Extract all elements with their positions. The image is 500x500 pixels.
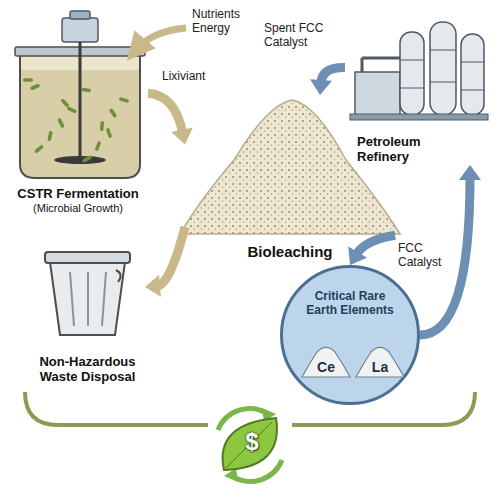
trash-can-part bbox=[116, 270, 121, 282]
microbe-rod bbox=[23, 78, 33, 82]
microbe-rod bbox=[34, 144, 44, 153]
nutrients-arrow-part bbox=[136, 28, 186, 50]
microbe-rod bbox=[119, 97, 130, 103]
cycle-bracket-part bbox=[223, 418, 277, 470]
microbe-rod bbox=[106, 128, 113, 139]
refinery-towers-part bbox=[461, 62, 484, 63]
arrow-line bbox=[356, 235, 395, 254]
refinery-towers bbox=[350, 22, 488, 120]
flow-arrow bbox=[145, 227, 185, 297]
pile-shape bbox=[356, 348, 404, 378]
node-subtitle: (Microbial Growth) bbox=[8, 202, 148, 215]
refinery-towers-part bbox=[350, 114, 488, 120]
cstr-tank-part bbox=[79, 42, 82, 160]
refinery-towers-part bbox=[461, 90, 484, 91]
microbe-rod bbox=[100, 121, 104, 131]
microbe-rod bbox=[67, 106, 78, 113]
cycle-bracket bbox=[25, 392, 475, 482]
refinery-towers-part bbox=[362, 57, 402, 60]
node-title: CSTR Fermentation bbox=[8, 187, 148, 202]
refinery-towers-part bbox=[400, 32, 424, 115]
trash-can-part bbox=[87, 272, 89, 326]
trash-can-part bbox=[70, 272, 74, 326]
arrow-head bbox=[171, 128, 193, 145]
process-tank: CSTR Fermentation(Microbial Growth) bbox=[8, 12, 148, 215]
flow-label: Lixiviant bbox=[160, 70, 224, 84]
cstr-tank-part bbox=[62, 18, 98, 42]
refinery-towers-part bbox=[400, 88, 424, 89]
trash-can-part bbox=[102, 272, 106, 326]
node-title: Ce bbox=[317, 359, 335, 375]
node-title: Bioleaching bbox=[185, 243, 395, 260]
node-title: Critical Rare Earth Elements bbox=[299, 290, 401, 318]
node-title: Non-Hazardous Waste Disposal bbox=[30, 355, 145, 385]
flow-arrow bbox=[348, 235, 395, 265]
arrow-head bbox=[310, 79, 332, 95]
node-title: La bbox=[372, 359, 388, 375]
refinery-towers-part bbox=[430, 82, 456, 83]
refinery-unit: Petroleum Refinery bbox=[345, 15, 490, 165]
microbe-rod bbox=[109, 108, 118, 118]
currency-symbol: $ bbox=[230, 428, 274, 456]
refinery-towers-part bbox=[430, 22, 456, 115]
trash-can bbox=[45, 252, 130, 335]
microbe-rod bbox=[47, 131, 53, 142]
microbe-rod bbox=[30, 83, 41, 90]
arrow-line bbox=[157, 227, 185, 286]
pile-shape bbox=[302, 348, 350, 378]
arrow-head bbox=[348, 246, 367, 265]
flow-arrow bbox=[310, 67, 345, 95]
microbe-rod bbox=[60, 98, 69, 108]
flow-label: FCC Catalyst bbox=[396, 242, 448, 270]
microbe-rod bbox=[81, 88, 91, 93]
element-pile: La bbox=[355, 342, 405, 378]
flow-label: Spent FCC Catalyst bbox=[262, 22, 344, 50]
cstr-tank-part bbox=[70, 11, 90, 19]
disposal-bin: Non-Hazardous Waste Disposal bbox=[30, 245, 145, 385]
microbe-rod bbox=[95, 141, 102, 152]
arrow-head bbox=[459, 165, 481, 180]
refinery-towers-part bbox=[355, 72, 400, 115]
element-pile: Ce bbox=[301, 342, 351, 378]
microbe-rods bbox=[23, 78, 129, 163]
microbe-rod bbox=[82, 155, 92, 163]
trash-can-part bbox=[50, 262, 125, 335]
arrow-line bbox=[148, 93, 183, 133]
trash-can-part bbox=[45, 252, 130, 263]
node-title: Petroleum Refinery bbox=[345, 135, 449, 165]
microbe-rod bbox=[57, 118, 65, 129]
cycle-bracket-part bbox=[25, 392, 208, 425]
refinery-towers-part bbox=[361, 58, 364, 72]
refinery-towers-part bbox=[430, 50, 456, 51]
refinery-towers-part bbox=[400, 60, 424, 61]
product-circle: Critical Rare Earth ElementsCe La bbox=[280, 265, 420, 405]
nutrients-arrow bbox=[136, 28, 186, 50]
cstr-tank bbox=[15, 11, 145, 178]
refinery-towers-part bbox=[461, 34, 484, 115]
arrow-head bbox=[145, 275, 161, 297]
cstr-tank-part bbox=[54, 156, 106, 164]
flow-arrow bbox=[148, 93, 193, 144]
input-label: Nutrients Energy bbox=[190, 8, 256, 36]
process-pile: Bioleaching bbox=[185, 95, 395, 260]
